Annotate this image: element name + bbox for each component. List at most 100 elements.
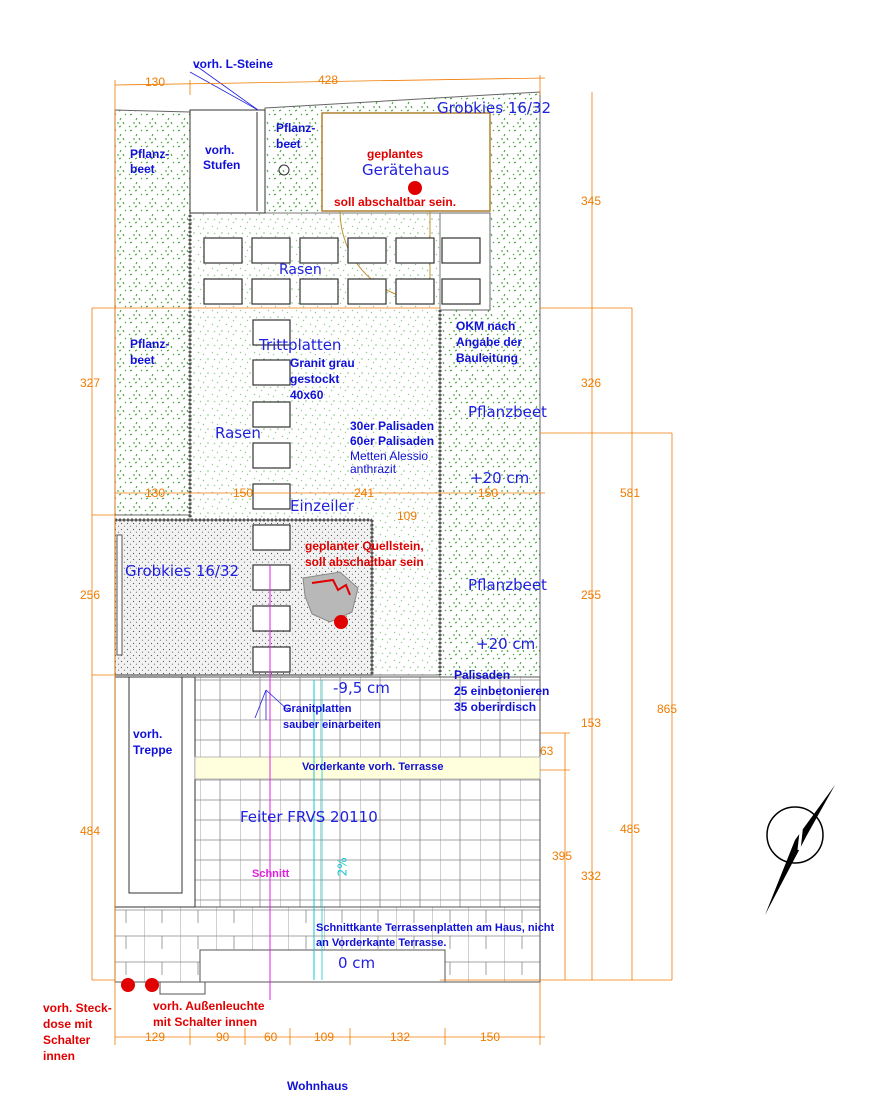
dim-right-8: 485 xyxy=(620,822,641,836)
dim-bottom-4: 109 xyxy=(314,1030,335,1044)
dim-right-1: 345 xyxy=(581,194,602,208)
granit-label-2: gestockt xyxy=(290,372,340,386)
granitplatten-label-2: sauber einarbeiten xyxy=(283,719,381,731)
dim-mid-2: 150 xyxy=(233,486,254,500)
shed-switch-note: soll abschaltbar sein. xyxy=(334,195,457,209)
pflanzbeet-left-top-2: beet xyxy=(130,162,155,176)
dim-mid-5: 109 xyxy=(397,509,418,523)
vorderkante-label: Vorderkante vorh. Terrasse xyxy=(302,761,444,773)
stepping-plate xyxy=(252,401,291,428)
wohnhaus-label: Wohnhaus xyxy=(287,1079,349,1093)
stepping-plate xyxy=(251,278,291,305)
dim-mid-4: 150 xyxy=(478,486,499,500)
dim-right-9: 395 xyxy=(552,849,573,863)
socket-note-2: dose mit xyxy=(43,1017,93,1031)
treppe-label-2: Treppe xyxy=(133,743,173,757)
socket-note-1: vorh. Steck- xyxy=(43,1001,112,1015)
palisaden-label-4: anthrazit xyxy=(350,462,397,476)
dim-right-7: 63 xyxy=(540,744,554,758)
stepping-plate xyxy=(251,237,291,264)
minus95-label: -9,5 cm xyxy=(333,679,390,697)
granit-label-3: 40x60 xyxy=(290,388,324,402)
okm-label-1: OKM nach xyxy=(456,319,516,333)
trittplatten-label: Trittplatten xyxy=(259,336,342,354)
stepping-plate xyxy=(252,483,291,510)
outdoor-light-note-2: mit Schalter innen xyxy=(153,1015,258,1029)
okm-label-3: Bauleitung xyxy=(456,351,518,365)
pflanzbeet-left-mid-2: beet xyxy=(130,353,155,367)
stepping-plate xyxy=(395,278,435,305)
pflanzbeet-mid-top-1: Pflanz- xyxy=(276,121,316,135)
dim-bottom-6: 150 xyxy=(480,1030,501,1044)
stepping-plate xyxy=(203,237,243,264)
dim-bottom-2: 90 xyxy=(216,1030,230,1044)
okm-label-2: Angabe der xyxy=(456,335,523,349)
palis-label-1: Palisaden xyxy=(454,668,511,682)
dim-mid-1: 130 xyxy=(145,486,166,500)
treppe-label-1: vorh. xyxy=(133,727,163,741)
stepping-plate xyxy=(441,237,481,264)
l-steine-label: vorh. L-Steine xyxy=(193,57,274,71)
socket-note-3: Schalter xyxy=(43,1033,91,1047)
pflanzbeet-left-top-1: Pflanz- xyxy=(130,147,170,161)
dim-right-6: 153 xyxy=(581,716,602,730)
palis-label-2: 25 einbetonieren xyxy=(454,684,550,698)
stepping-plate xyxy=(252,319,291,346)
north-arrow-icon xyxy=(765,785,835,915)
stepping-plate xyxy=(299,237,339,264)
stepping-plate xyxy=(252,564,291,591)
dim-left-2: 256 xyxy=(80,588,101,602)
grobkies-top-label: Grobkies 16/32 xyxy=(437,99,552,117)
plus20-label-1: +20 cm xyxy=(470,469,530,487)
schnitt-label: Schnitt xyxy=(252,868,290,880)
pflanzbeet-right-bottom-label: Pflanzbeet xyxy=(468,576,547,594)
grobkies-mid-label: Grobkies 16/32 xyxy=(125,562,240,580)
schnittkante-label-1: Schnittkante Terrassenplatten am Haus, n… xyxy=(316,922,555,934)
plus20-label-2: +20 cm xyxy=(476,635,536,653)
granit-label-1: Granit grau xyxy=(290,356,355,370)
stepping-plate xyxy=(203,278,243,305)
stepping-plates-grid xyxy=(203,237,481,305)
pflanzbeet-right-top-label: Pflanzbeet xyxy=(468,403,547,421)
dim-right-3: 581 xyxy=(620,486,641,500)
stepping-plate xyxy=(252,524,291,551)
zero-cm-label: 0 cm xyxy=(338,954,376,972)
dim-bottom-3: 60 xyxy=(264,1030,278,1044)
palisaden-label-1: 30er Palisaden xyxy=(350,419,435,433)
einzeiler-label: Einzeiler xyxy=(290,497,354,515)
feiter-label: Feiter FRVS 20110 xyxy=(240,808,378,826)
pflanzbeet-left-mid-1: Pflanz- xyxy=(130,337,170,351)
schnittkante-label-2: an Vorderkante Terrasse. xyxy=(316,937,447,949)
stepping-plate xyxy=(299,278,339,305)
dim-top-1: 130 xyxy=(145,75,166,89)
dim-right-4: 255 xyxy=(581,588,602,602)
dim-right-10: 332 xyxy=(581,869,602,883)
stepping-plate xyxy=(252,359,291,386)
geplantes-note: geplantes xyxy=(367,147,424,161)
outdoor-light-note-1: vorh. Außenleuchte xyxy=(153,999,265,1013)
rasen-mid-label: Rasen xyxy=(215,424,261,442)
stepping-plate xyxy=(252,605,291,632)
dim-bottom-5: 132 xyxy=(390,1030,411,1044)
quellstein-note-2: soll abschaltbar sein xyxy=(305,555,424,569)
granitplatten-label-1: Granitplatten xyxy=(283,703,352,715)
socket-note-4: innen xyxy=(43,1049,75,1063)
pflanzbeet-mid-top-2: beet xyxy=(276,137,301,151)
slope-label: 2% xyxy=(335,857,350,877)
stufen-label-2: Stufen xyxy=(203,158,241,172)
quellstein-note-1: geplanter Quellstein, xyxy=(305,539,424,553)
dim-right-2: 326 xyxy=(581,376,602,390)
dim-right-5: 865 xyxy=(657,702,678,716)
stepping-plate xyxy=(441,278,481,305)
dim-left-1: 327 xyxy=(80,376,101,390)
palis-label-3: 35 oberirdisch xyxy=(454,700,537,714)
dim-top-2: 428 xyxy=(318,73,339,87)
stepping-plate xyxy=(252,442,291,469)
stepping-plate xyxy=(252,646,291,673)
stufen-label-1: vorh. xyxy=(205,143,235,157)
palisaden-label-3: Metten Alessio xyxy=(350,449,429,463)
dim-bottom-1: 129 xyxy=(145,1030,166,1044)
stepping-plate xyxy=(395,237,435,264)
